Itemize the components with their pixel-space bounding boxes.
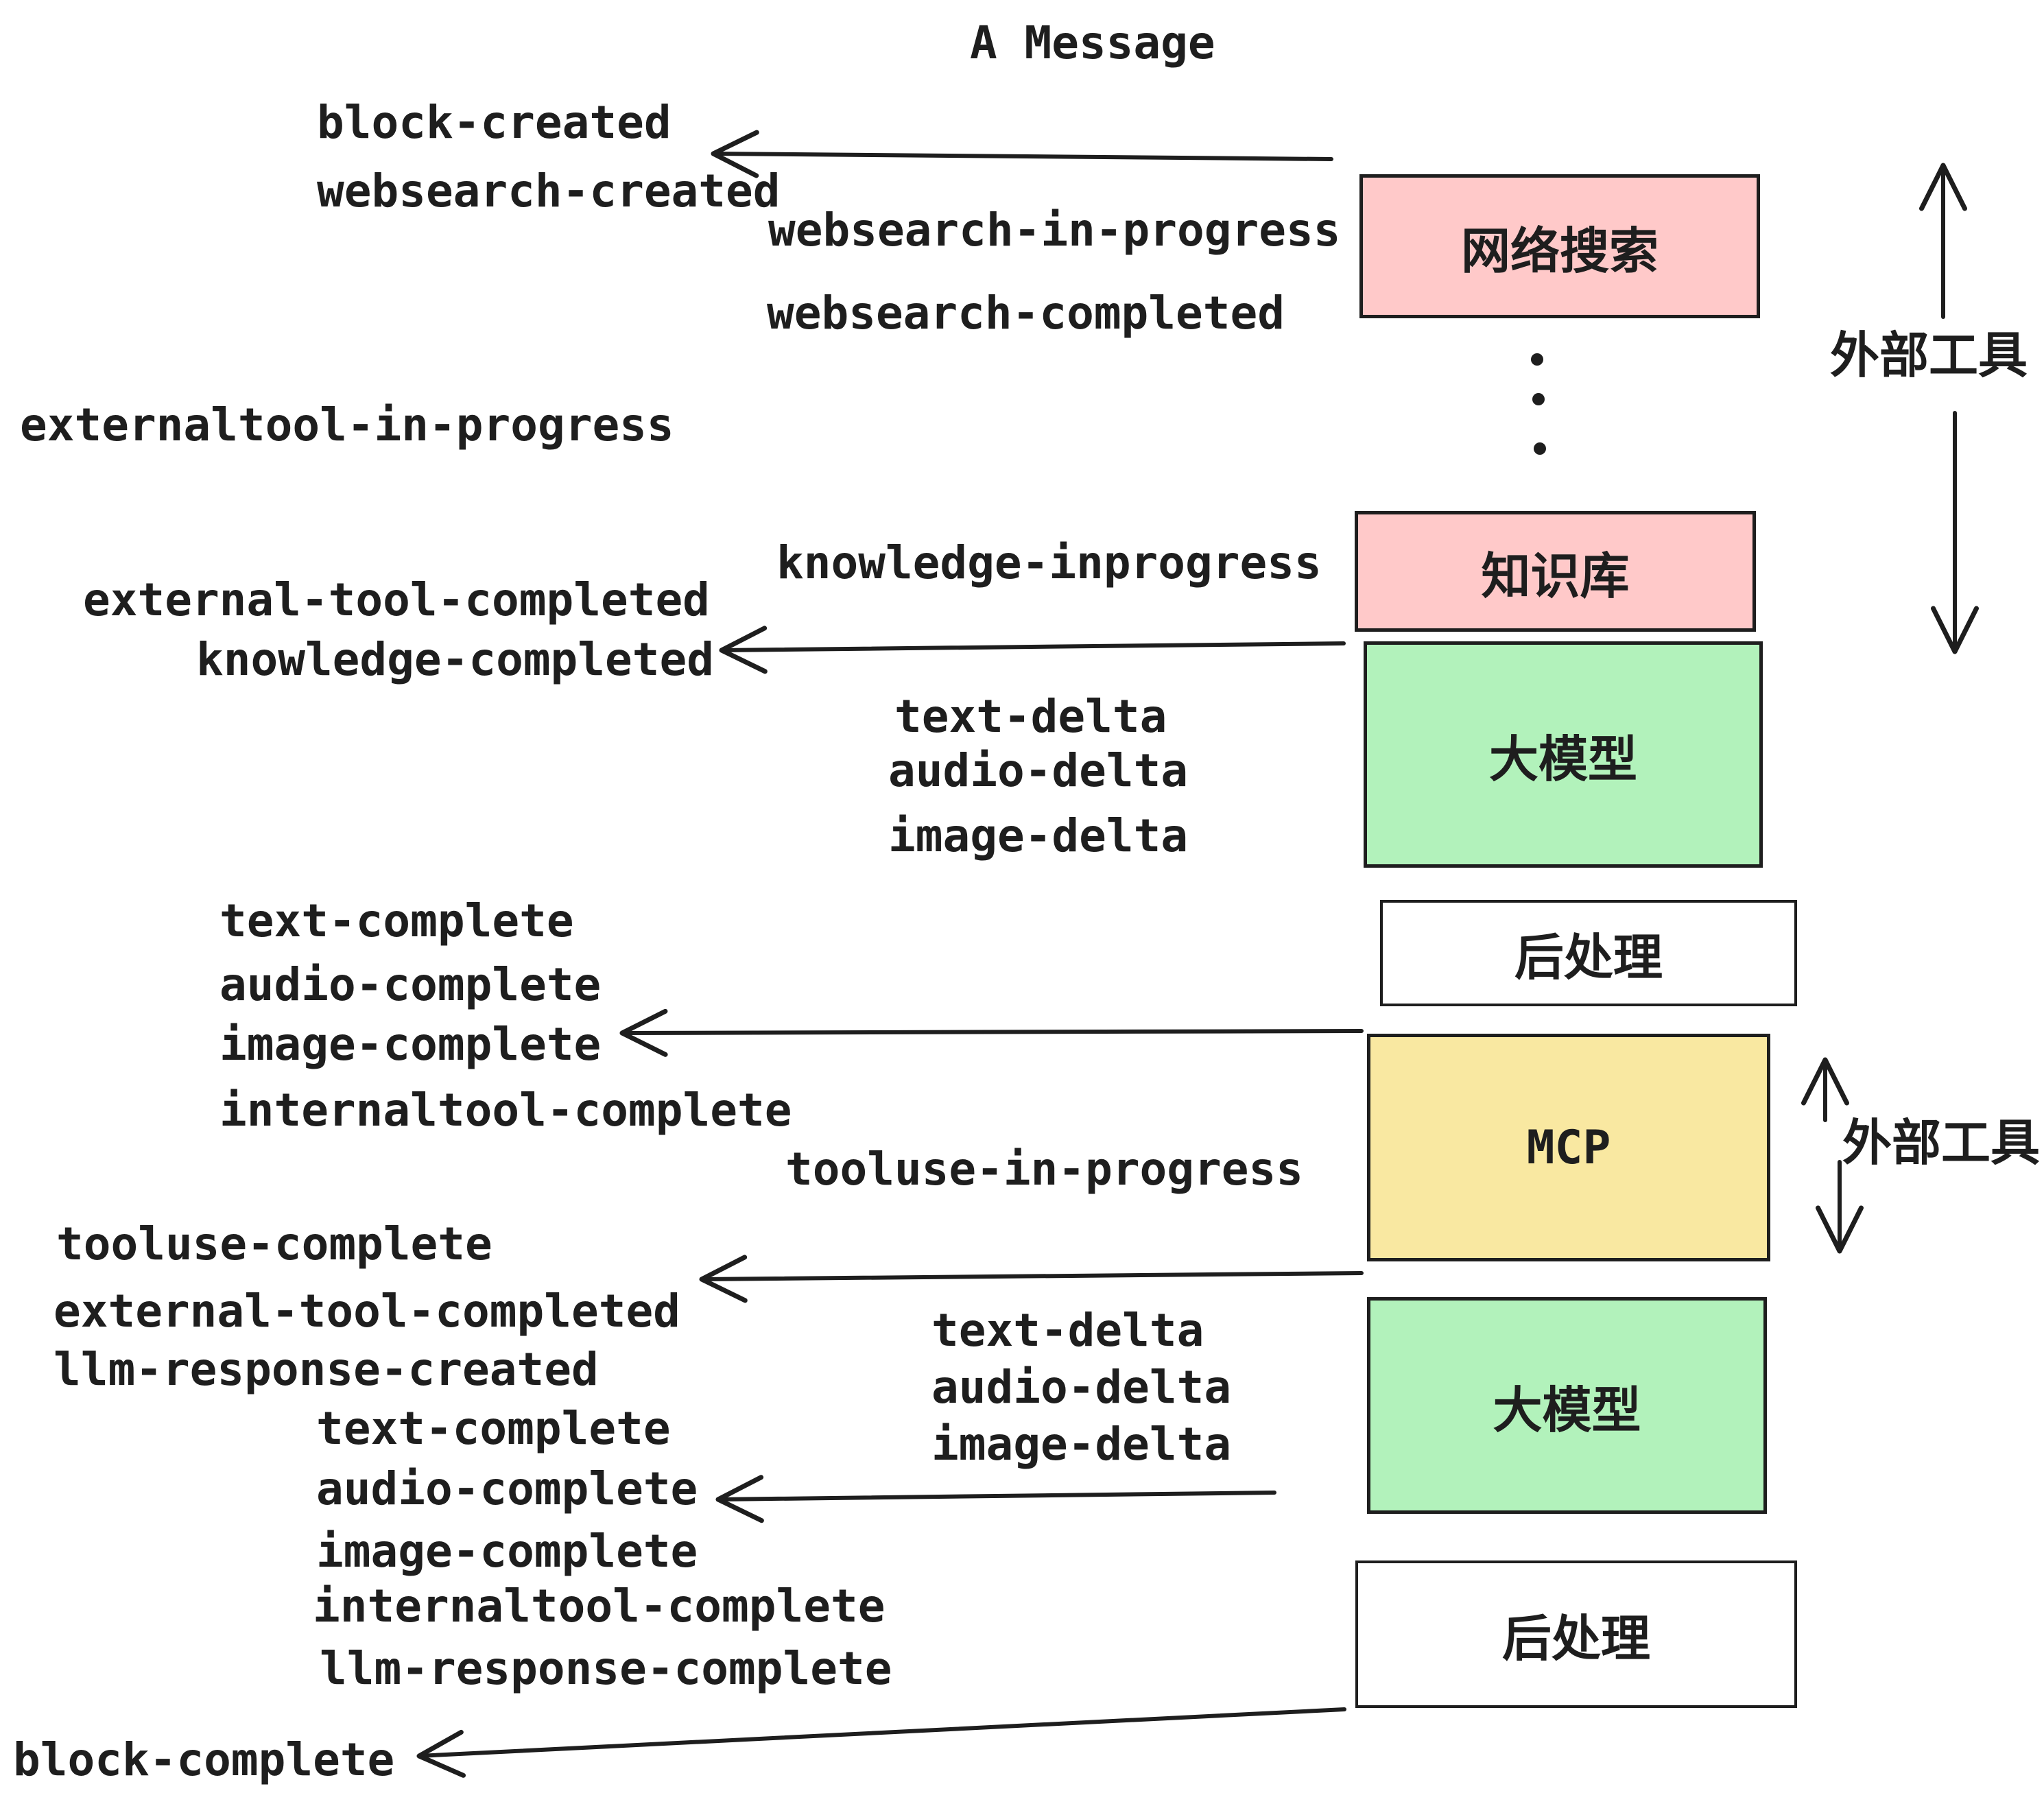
event-label-internaltool-complete-2: internaltool-complete: [313, 1580, 886, 1633]
event-label-audio-complete-1: audio-complete: [219, 958, 602, 1011]
event-label-text-delta-2: text-delta: [931, 1304, 1204, 1357]
page-title: A Message: [970, 16, 1215, 69]
event-label-external-tool-completed-1: external-tool-completed: [83, 573, 710, 626]
box-knowledge: 知识库: [1355, 511, 1756, 632]
arrow-websearch-to-block-created: [711, 130, 1333, 178]
event-label-image-complete-2: image-complete: [316, 1525, 698, 1578]
event-label-external-tool-completed-2: external-tool-completed: [54, 1285, 680, 1338]
event-label-llm-response-complete: llm-response-complete: [320, 1642, 892, 1695]
box-mcp-label: MCP: [1526, 1120, 1611, 1175]
event-label-text-complete-1: text-complete: [219, 894, 574, 947]
box-postprocess-1: 后处理: [1380, 900, 1797, 1006]
event-label-audio-delta-1: audio-delta: [888, 744, 1189, 797]
event-label-text-delta-1: text-delta: [894, 690, 1167, 743]
box-websearch-label: 网络搜索: [1460, 222, 1659, 280]
event-label-internaltool-complete-1: internaltool-complete: [219, 1084, 792, 1137]
arrow-postprocess-to-image-complete: [619, 1008, 1364, 1057]
external-tools-label-mid: 外部工具: [1842, 1114, 2041, 1172]
box-llm-1: 大模型: [1364, 641, 1763, 868]
event-label-knowledge-inprogress: knowledge-inprogress: [776, 536, 1322, 589]
arrow-llm2-to-audio-complete: [715, 1475, 1276, 1523]
arrow-mcp-to-tooluse-complete: [699, 1255, 1364, 1303]
event-label-text-complete-2: text-complete: [316, 1402, 671, 1455]
box-postprocess-2-label: 后处理: [1501, 1610, 1650, 1667]
box-postprocess-2: 后处理: [1355, 1560, 1797, 1708]
event-label-websearch-created: websearch-created: [317, 165, 781, 217]
event-label-audio-delta-2: audio-delta: [931, 1361, 1232, 1414]
event-label-audio-complete-2: audio-complete: [316, 1462, 698, 1515]
box-llm-2-label: 大模型: [1493, 1381, 1641, 1439]
box-mcp: MCP: [1367, 1034, 1770, 1261]
external-tools-label-top: 外部工具: [1830, 327, 2028, 384]
box-knowledge-label: 知识库: [1481, 547, 1630, 605]
box-llm-2: 大模型: [1367, 1297, 1767, 1514]
event-label-externaltool-in-progress: externaltool-in-progress: [20, 399, 674, 451]
event-label-block-complete: block-complete: [13, 1733, 395, 1786]
box-postprocess-1-label: 后处理: [1514, 929, 1663, 986]
event-label-image-complete-1: image-complete: [219, 1018, 602, 1071]
vertical-ellipsis-dots: [1531, 353, 1546, 455]
event-label-block-created: block-created: [317, 96, 672, 149]
event-label-image-delta-2: image-delta: [931, 1418, 1232, 1471]
event-label-tooluse-complete: tooluse-complete: [56, 1218, 492, 1270]
event-label-tooluse-in-progress: tooluse-in-progress: [785, 1143, 1303, 1196]
event-label-websearch-completed: websearch-completed: [767, 287, 1285, 340]
event-label-knowledge-completed: knowledge-completed: [196, 633, 714, 686]
event-label-websearch-in-progress: websearch-in-progress: [768, 204, 1341, 257]
arrow-postprocess2-to-block-complete: [416, 1707, 1346, 1778]
box-websearch: 网络搜索: [1359, 174, 1760, 318]
box-llm-1-label: 大模型: [1488, 730, 1637, 788]
event-label-image-delta-1: image-delta: [888, 809, 1189, 862]
arrow-knowledge-to-knowledge-completed: [719, 626, 1346, 674]
event-label-llm-response-created: llm-response-created: [54, 1343, 599, 1396]
